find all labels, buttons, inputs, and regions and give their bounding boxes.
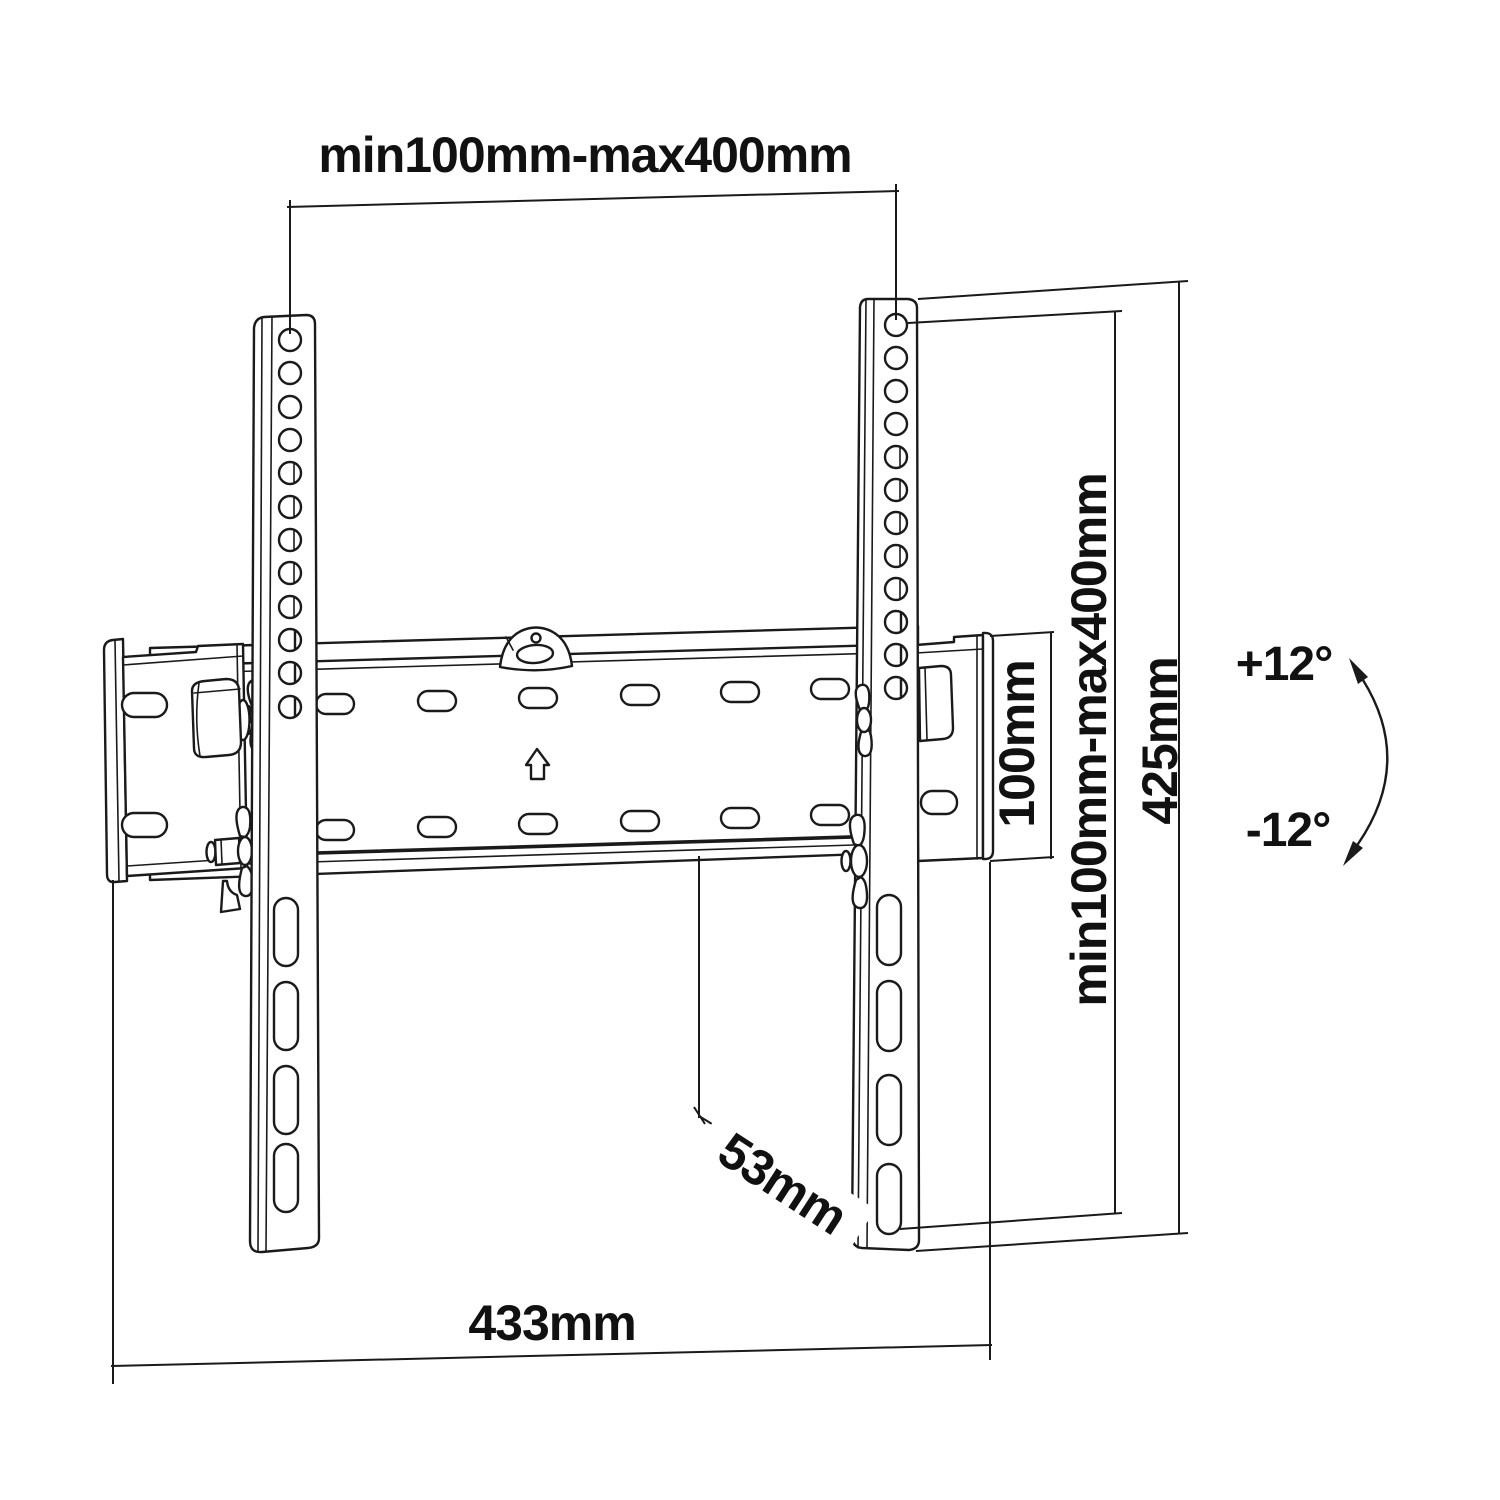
right-arm (850, 297, 921, 1252)
wall-plate (148, 624, 920, 882)
left-safety-hook (219, 879, 242, 914)
vesa-hole (883, 477, 909, 503)
vesa-slot (875, 979, 903, 1053)
vesa-hole (277, 427, 303, 453)
vesa-hole (883, 543, 909, 569)
plate-slot (416, 689, 458, 713)
vesa-slot (272, 896, 300, 968)
left-arm-slots (272, 896, 300, 1214)
vesa-hole (277, 560, 303, 586)
right-arm-slots (875, 893, 903, 1236)
plate-slot (809, 803, 851, 827)
arrow-up-icon (524, 747, 551, 781)
vesa-hole (277, 594, 303, 620)
wall-plate-slots-top-row (314, 677, 851, 716)
right-wing-nut-upper (854, 683, 873, 758)
vesa-hole (883, 444, 909, 470)
label-pitch-100: 100mm (989, 660, 1045, 827)
label-depth-53-group: 53mm (688, 1109, 876, 1260)
dim-right-vesa-height (899, 310, 1123, 1230)
dim-top-width (286, 184, 900, 334)
latch-slot (515, 643, 555, 665)
hex-nut (213, 836, 242, 867)
label-tilt-negative: -12° (1246, 804, 1331, 857)
plate-slot (619, 683, 661, 707)
plate-slot (314, 692, 356, 716)
dimension-lines (110, 184, 1389, 1384)
right-arm-holes (883, 312, 909, 701)
label-height-425: 425mm (1132, 657, 1188, 824)
vesa-hole (277, 494, 303, 520)
right-end-cap (914, 631, 995, 863)
left-cap-slot (120, 691, 169, 719)
dimension-labels: min100mm-max400mm 433mm 100mm min100mm-m… (318, 127, 1333, 1351)
vesa-slot (272, 1064, 300, 1136)
left-arm-holes (277, 327, 303, 720)
label-width-433: 433mm (468, 1295, 635, 1351)
plate-slot (314, 818, 356, 842)
vesa-slot (272, 980, 300, 1052)
vesa-slot (875, 893, 903, 967)
vesa-hole (883, 378, 909, 404)
vesa-hole (883, 609, 909, 635)
left-arm (248, 313, 321, 1254)
tilt-arc-arrow (1343, 658, 1389, 866)
vesa-hole (883, 576, 909, 602)
wall-plate-slots-bottom-row (314, 803, 851, 842)
dim-pitch-100 (989, 631, 1055, 862)
left-cap-slot (120, 811, 169, 839)
vesa-hole (277, 527, 303, 553)
left-wing-nut-lower (205, 805, 254, 898)
vesa-hole (277, 627, 303, 653)
vesa-hole (883, 411, 909, 437)
vesa-hole (883, 510, 909, 536)
plate-slot (517, 686, 559, 710)
vesa-hole (883, 675, 909, 701)
label-vesa-width-top: min100mm-max400mm (318, 127, 851, 183)
vesa-hole (277, 694, 303, 720)
left-cap-outer-plate (102, 637, 129, 884)
vesa-slot (272, 1142, 300, 1214)
latch-pin-hole (530, 632, 542, 644)
label-tilt-positive: +12° (1236, 638, 1333, 691)
plate-slot (719, 680, 761, 704)
plate-slot (619, 809, 661, 833)
dim-overall-height (915, 280, 1189, 1252)
bolt-tip (840, 849, 852, 873)
plate-slot (416, 815, 458, 839)
vesa-hole (277, 360, 303, 386)
vesa-hole (277, 660, 303, 686)
vesa-hole (883, 642, 909, 668)
right-tilt-knob (917, 664, 955, 743)
label-vesa-height-right: min100mm-max400mm (1061, 473, 1117, 1006)
vesa-hole (883, 345, 909, 371)
right-wing-nut-lower (840, 813, 869, 910)
plate-slot (517, 812, 559, 836)
plate-slot (719, 806, 761, 830)
locking-latch (498, 626, 574, 672)
vesa-hole (277, 394, 303, 420)
vesa-slot (875, 1162, 903, 1236)
dim-bottom-width (110, 862, 993, 1384)
right-cap-slot (919, 789, 959, 816)
left-tilt-knob (190, 677, 254, 759)
plate-slot (809, 677, 851, 701)
vesa-hole (277, 460, 303, 486)
right-cap-outer-plate (981, 631, 995, 861)
vesa-slot (875, 1073, 903, 1147)
